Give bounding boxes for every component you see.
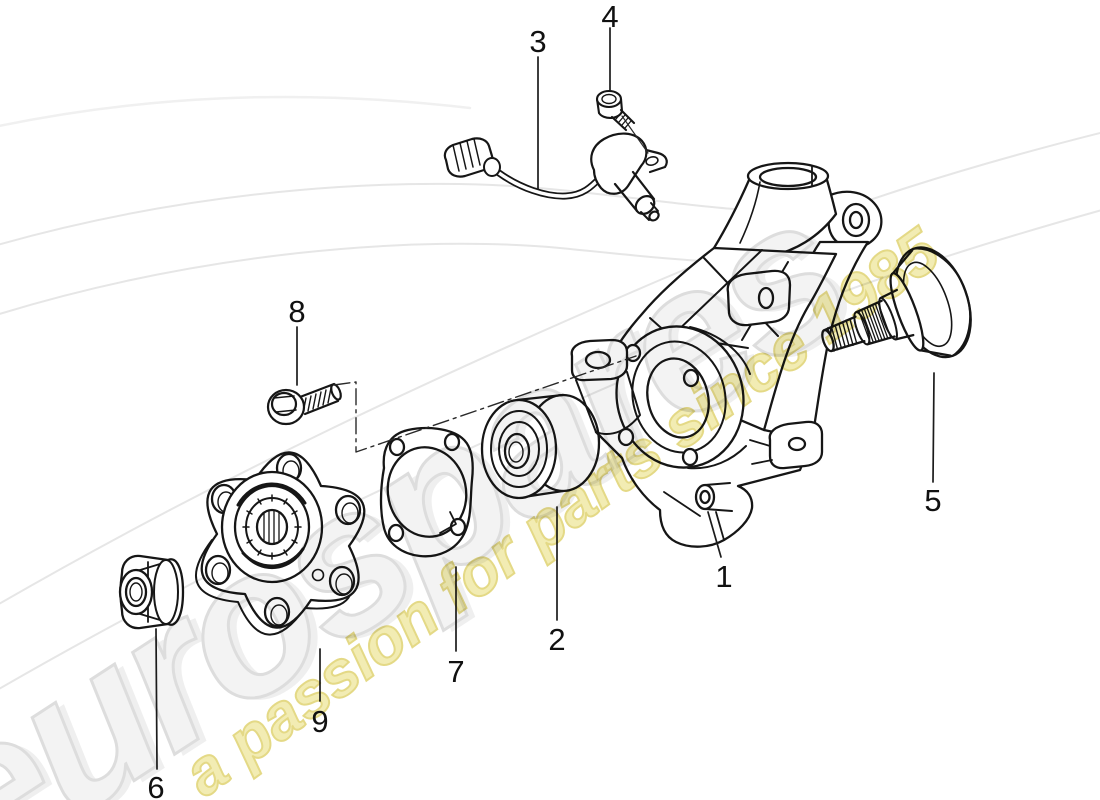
wheel-carrier-drawing — [572, 163, 882, 547]
callout-9[interactable]: 9 — [311, 704, 329, 739]
callout-4[interactable]: 4 — [601, 0, 619, 34]
callout-2[interactable]: 2 — [548, 622, 566, 657]
hub-bolt-drawing — [268, 383, 343, 424]
wheel-hub-drawing — [196, 452, 364, 634]
callout-3[interactable]: 3 — [529, 24, 547, 59]
callout-8[interactable]: 8 — [288, 294, 306, 329]
callout-5[interactable]: 5 — [924, 483, 942, 518]
retaining-plate-drawing — [379, 428, 474, 556]
wheel-bearing-drawing — [482, 395, 599, 498]
axle-nut-drawing — [120, 556, 183, 628]
callout-1[interactable]: 1 — [715, 559, 733, 594]
callout-6[interactable]: 6 — [147, 770, 165, 800]
callout-leader-lines — [156, 28, 934, 769]
assembly-center-lines — [334, 116, 648, 452]
callout-7[interactable]: 7 — [447, 654, 465, 689]
speed-sensor-drawing — [445, 134, 667, 223]
sensor-bolt-drawing — [597, 91, 634, 130]
joint-flange-drawing — [804, 237, 985, 396]
